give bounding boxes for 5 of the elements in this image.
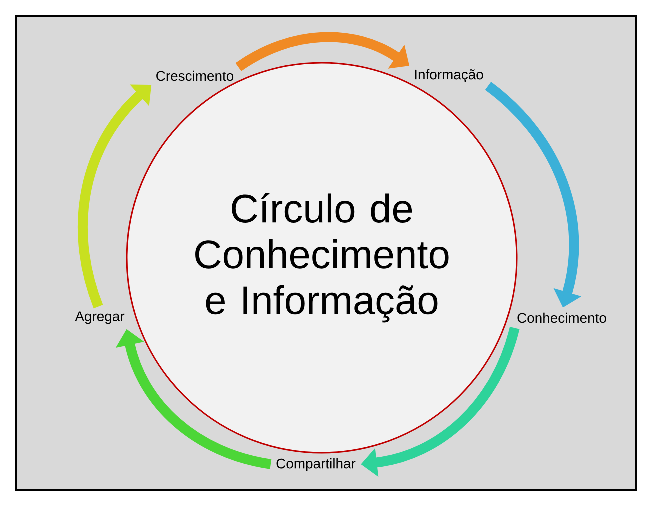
step-label: Crescimento xyxy=(156,70,234,82)
step-label: Agregar xyxy=(75,312,125,324)
step-label: Informação xyxy=(415,69,484,82)
step-label: Compartilhar xyxy=(276,458,356,472)
step-label: Conhecimento xyxy=(518,312,606,324)
